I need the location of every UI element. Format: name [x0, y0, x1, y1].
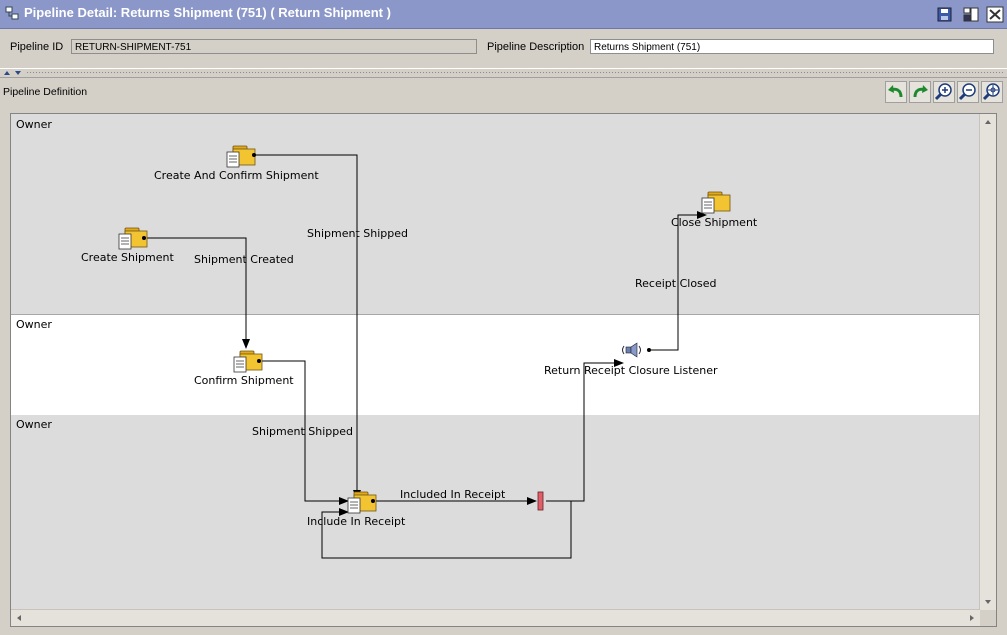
pipeline-description-field[interactable]: Returns Shipment (751) — [590, 39, 994, 54]
condition-marker — [537, 491, 544, 511]
label-shipment-shipped-2: Shipment Shipped — [252, 425, 353, 438]
scroll-right-icon[interactable] — [964, 610, 980, 626]
splitter-grip — [26, 71, 1005, 74]
redo-icon — [913, 85, 928, 98]
scroll-left-icon[interactable] — [11, 610, 27, 626]
pipeline-icon — [5, 6, 19, 20]
zoom-out-button[interactable] — [957, 81, 979, 103]
node-close-shipment: Close Shipment — [671, 216, 758, 229]
zoom-fit-icon — [982, 83, 1000, 101]
node-return-receipt-closure-listener: Return Receipt Closure Listener — [544, 364, 718, 377]
redo-button[interactable] — [909, 81, 931, 103]
label-shipment-shipped-1: Shipment Shipped — [307, 227, 408, 240]
vertical-scrollbar[interactable] — [979, 114, 996, 610]
lane-3-owner-label: Owner — [16, 418, 52, 431]
horizontal-scrollbar[interactable] — [11, 609, 980, 626]
close-icon[interactable] — [986, 6, 1004, 23]
node-confirm-shipment: Confirm Shipment — [194, 374, 294, 387]
pipeline-diagram: Create And Confirm Shipment Create Shipm… — [81, 145, 758, 559]
scroll-down-icon[interactable] — [980, 594, 996, 610]
label-shipment-created: Shipment Created — [194, 253, 294, 266]
lane-1-owner-label: Owner — [16, 118, 52, 131]
listener-speaker-icon — [622, 342, 641, 358]
label-receipt-closed: Receipt Closed — [635, 277, 717, 290]
lane-3 — [11, 415, 980, 610]
edge-receipt-closed — [648, 211, 707, 351]
scroll-corner — [980, 610, 996, 626]
pipeline-canvas[interactable]: Owner Owner Owner — [10, 113, 997, 627]
edge-loop-back — [321, 500, 572, 559]
undo-icon — [888, 85, 903, 98]
edge-shipment-created — [143, 237, 250, 349]
label-included-in-receipt: Included In Receipt — [400, 488, 506, 501]
zoom-out-icon — [958, 83, 976, 101]
window-title: Pipeline Detail: Returns Shipment (751) … — [24, 5, 391, 20]
save-icon[interactable] — [936, 6, 954, 23]
details-icon[interactable] — [962, 6, 980, 23]
lane-2-owner-label: Owner — [16, 318, 52, 331]
edge-shipment-shipped-2 — [260, 360, 349, 505]
panel-splitter[interactable] — [0, 68, 1007, 78]
pipeline-definition-label: Pipeline Definition — [3, 86, 88, 98]
zoom-in-button[interactable] — [933, 81, 955, 103]
pipeline-id-field: RETURN-SHIPMENT-751 — [71, 39, 477, 54]
zoom-fit-button[interactable] — [981, 81, 1003, 103]
collapse-arrows-icon[interactable] — [3, 69, 25, 76]
task-icon-close-shipment — [701, 191, 731, 214]
undo-button[interactable] — [885, 81, 907, 103]
zoom-in-icon — [934, 83, 952, 101]
node-include-in-receipt: Include In Receipt — [307, 515, 406, 528]
window-title-bar: Pipeline Detail: Returns Shipment (751) … — [0, 0, 1007, 29]
task-icon-create-and-confirm-shipment — [226, 145, 256, 168]
node-create-shipment: Create Shipment — [81, 251, 174, 264]
pipeline-header: Pipeline ID RETURN-SHIPMENT-751 Pipeline… — [0, 29, 1007, 67]
pipeline-id-label: Pipeline ID — [10, 41, 64, 53]
scroll-up-icon[interactable] — [980, 114, 996, 130]
edge-shipment-shipped-1 — [252, 154, 361, 500]
pipeline-description-label: Pipeline Description — [487, 41, 585, 53]
node-create-and-confirm-shipment: Create And Confirm Shipment — [154, 169, 319, 182]
lane-1 — [11, 114, 980, 314]
edge-to-listener — [546, 359, 624, 502]
